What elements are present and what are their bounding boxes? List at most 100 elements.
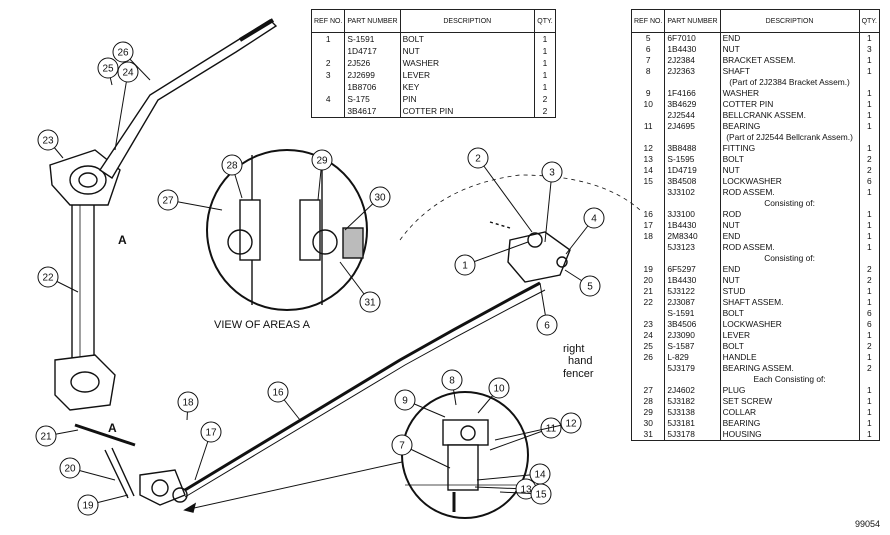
cell-ref: 8	[631, 66, 666, 77]
callout-number-1: 1	[462, 261, 468, 272]
cell-desc: BRACKET ASSEM.	[722, 55, 796, 66]
cell-desc: LOCKWASHER	[722, 319, 782, 330]
cell-desc: COTTER PIN	[722, 99, 774, 110]
cell-qty: 1	[534, 57, 556, 69]
cell-qty: 1	[858, 220, 880, 231]
callout-circle	[77, 494, 99, 516]
cell-part: 5J3123	[664, 242, 721, 253]
cell-ref	[631, 374, 666, 385]
header-qty: QTY.	[858, 9, 880, 33]
bellcrank-bracket	[399, 174, 641, 283]
callout-number-8: 8	[449, 376, 455, 387]
cell-desc: END	[722, 33, 741, 44]
bellcrank-detail	[183, 391, 529, 519]
cell-ref: 30	[631, 418, 666, 429]
cell-ref: 18	[631, 231, 666, 242]
cell-desc: Consisting of:	[764, 253, 815, 264]
cell-part: 2J526	[344, 57, 401, 69]
cell-qty: 1	[858, 231, 880, 242]
cell-ref: 15	[631, 176, 666, 187]
cell-ref	[631, 198, 666, 209]
cell-ref: 16	[631, 209, 666, 220]
cell-qty: 6	[858, 308, 880, 319]
callout-circle	[467, 147, 489, 169]
cell-part: 6F5297	[664, 264, 721, 275]
cell-qty: 3	[858, 44, 880, 55]
note-line-1: right	[563, 343, 584, 355]
cell-ref	[631, 110, 666, 121]
cell-part: 2J4695	[664, 121, 721, 132]
cell-part	[664, 77, 721, 88]
cell-qty: 1	[858, 143, 880, 154]
cell-part: 3B8488	[664, 143, 721, 154]
cell-desc: ROD ASSEM.	[722, 187, 775, 198]
header-desc: DESCRIPTION	[720, 9, 860, 33]
cell-part: 3B4508	[664, 176, 721, 187]
callout-number-4: 4	[591, 214, 597, 225]
header-desc: DESCRIPTION	[400, 9, 535, 33]
cell-desc: BEARING	[722, 121, 761, 132]
callout-number-21: 21	[40, 432, 52, 443]
cell-qty: 2	[858, 363, 880, 374]
cell-qty: 1	[858, 187, 880, 198]
cell-desc: Each Consisting of:	[753, 374, 826, 385]
cell-ref	[311, 81, 346, 93]
cell-qty: 2	[858, 154, 880, 165]
cell-desc: NUT	[722, 220, 740, 231]
cell-desc: LOCKWASHER	[722, 176, 782, 187]
cell-desc: BOLT	[722, 154, 744, 165]
cell-qty: 1	[858, 407, 880, 418]
cell-qty: 2	[534, 93, 556, 105]
callout-circle	[37, 129, 59, 151]
cell-ref: 13	[631, 154, 666, 165]
cell-desc: FITTING	[722, 143, 756, 154]
cell-qty	[858, 132, 880, 143]
cell-ref	[631, 77, 666, 88]
callout-number-27: 27	[162, 196, 174, 207]
note-line-2: hand	[568, 355, 592, 367]
cell-desc: ROD ASSEM.	[722, 242, 775, 253]
cell-qty: 1	[858, 297, 880, 308]
header-ref: REF NO.	[631, 9, 666, 33]
cell-ref: 17	[631, 220, 666, 231]
cell-part: 1B4430	[664, 275, 721, 286]
callout-number-15: 15	[535, 490, 547, 501]
cell-part: S-175	[344, 93, 401, 105]
callout-number-30: 30	[374, 193, 386, 204]
cell-part: 1B4430	[664, 44, 721, 55]
callout-circle	[97, 57, 119, 79]
cell-ref: 20	[631, 275, 666, 286]
cell-qty: 2	[858, 275, 880, 286]
cell-ref	[311, 105, 346, 118]
cell-qty: 2	[858, 264, 880, 275]
cell-part: 5J3181	[664, 418, 721, 429]
cell-ref	[631, 308, 666, 319]
cell-part: S-1591	[664, 308, 721, 319]
table-row: Consisting of:	[631, 198, 880, 209]
callout-number-17: 17	[205, 428, 217, 439]
cell-desc: BEARING	[722, 418, 761, 429]
cell-qty: 1	[858, 66, 880, 77]
area-letter-upper: A	[118, 233, 127, 247]
callout-number-12: 12	[565, 419, 577, 430]
cell-ref: 3	[311, 69, 346, 81]
callout-number-28: 28	[226, 161, 238, 172]
cell-ref	[631, 187, 666, 198]
cell-desc: PLUG	[722, 385, 746, 396]
